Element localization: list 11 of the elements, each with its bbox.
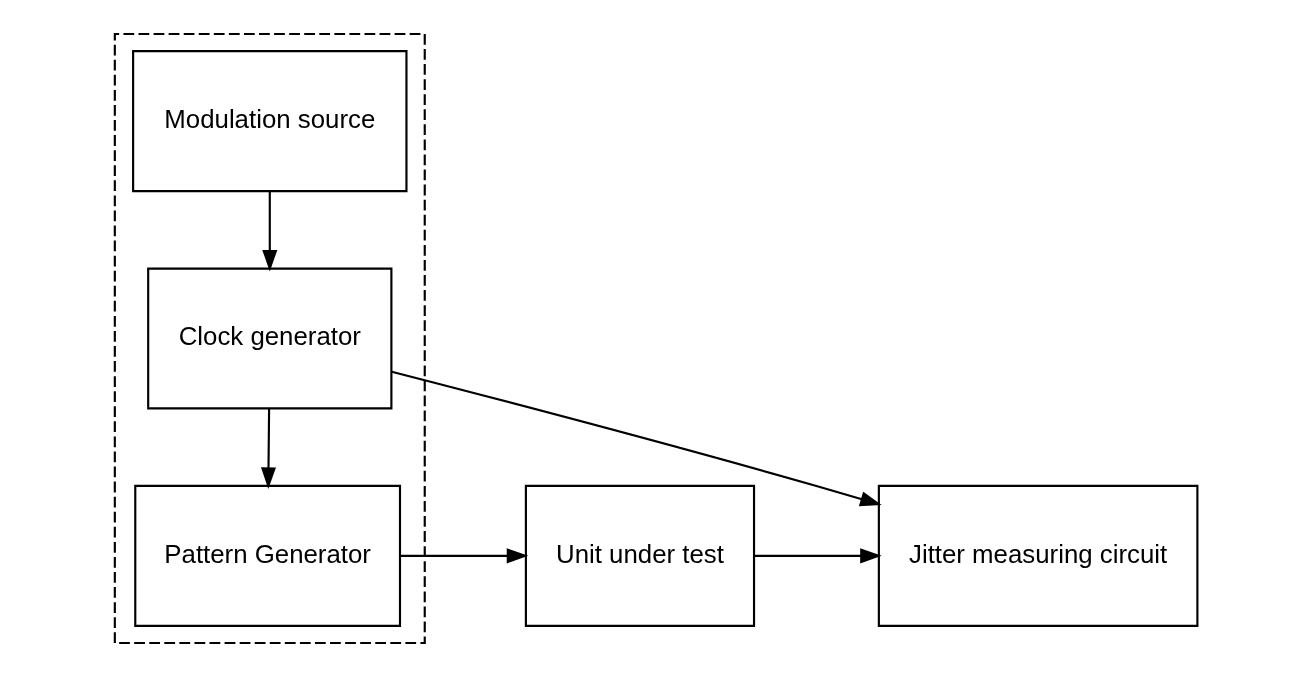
node-box: Pattern Generator bbox=[133, 484, 401, 627]
arrow bbox=[400, 548, 528, 564]
node-box: Unit under test bbox=[524, 484, 755, 627]
arrow bbox=[390, 370, 882, 507]
node-box: Modulation source bbox=[131, 50, 408, 193]
node-box: Jitter measuring circuit bbox=[877, 484, 1198, 627]
cluster bbox=[113, 32, 426, 645]
arrow bbox=[261, 191, 277, 272]
arrow bbox=[753, 548, 882, 564]
arrow bbox=[260, 408, 276, 489]
node-box: Clock generator bbox=[146, 267, 392, 410]
